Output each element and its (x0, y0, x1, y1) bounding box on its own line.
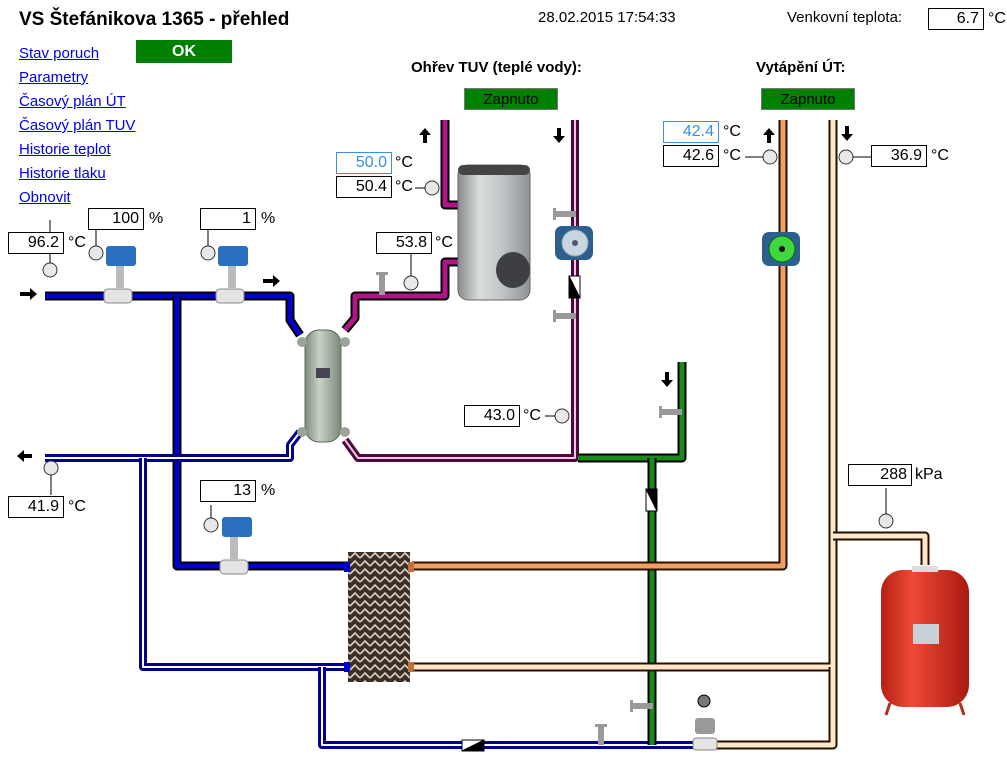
arrow-left-icon (17, 450, 32, 462)
gauge-icon (203, 517, 219, 533)
tuv-return-temp-unit: °C (523, 407, 541, 424)
check-valve-icon (645, 488, 658, 512)
tuv-outlet-temp: 50.4 (336, 176, 392, 198)
ut-supply-temp: 42.6 (663, 145, 719, 167)
shutoff-valve-icon (376, 272, 388, 295)
valve1-position: 100 (88, 208, 144, 230)
gauge-icon (838, 149, 854, 165)
link-temperature-history[interactable]: Historie teplot (19, 141, 111, 158)
outdoor-temp-value: 6.7 (928, 8, 984, 30)
gauge-icon (200, 245, 216, 261)
shutoff-valve-icon (553, 310, 576, 322)
tuv-inlet-temp-unit: °C (435, 234, 453, 251)
ut-return-pipe (412, 120, 930, 750)
outdoor-temp-unit: °C (988, 10, 1006, 27)
arrow-up-icon (763, 128, 775, 143)
check-valves (461, 275, 658, 752)
tuv-setpoint-unit: °C (395, 154, 413, 171)
ut-setpoint-unit: °C (723, 123, 741, 140)
hot-water-tank[interactable] (457, 164, 531, 301)
gauge-icon (878, 513, 894, 529)
ut-state-button[interactable]: Zapnuto (761, 88, 855, 110)
arrow-down-icon (841, 126, 853, 141)
ut-section-title: Vytápění ÚT: (756, 59, 846, 76)
fault-status-badge: OK (136, 40, 232, 63)
primary-return-temp-unit: °C (68, 498, 86, 515)
sensors (42, 149, 894, 533)
link-schedule-tuv[interactable]: Časový plán TUV (19, 117, 136, 134)
valve3-unit: % (261, 482, 276, 499)
ut-setpoint[interactable]: 42.4 (663, 121, 719, 143)
arrow-right-icon (263, 275, 280, 287)
gauge-icon (554, 408, 570, 424)
gauge-icon (424, 180, 440, 196)
shutoff-valve-icon (630, 700, 653, 712)
outdoor-temp-label: Venkovní teplota: (787, 9, 903, 26)
tuv-setpoint[interactable]: 50.0 (336, 152, 392, 174)
plate-heat-exchanger (344, 552, 414, 682)
cold-water-pipes (578, 362, 687, 745)
pressure-switch (692, 694, 718, 751)
page-title: VS Štefánikova 1365 - přehled (19, 9, 290, 30)
link-schedule-ut[interactable]: Časový plán ÚT (19, 93, 126, 110)
gauge-icon (43, 460, 59, 476)
shutoff-valve-icon (553, 208, 576, 220)
valve2-unit: % (261, 210, 276, 227)
gauge-icon (88, 245, 104, 261)
ut-return-temp-unit: °C (931, 147, 949, 164)
tuv-return-temp: 43.0 (464, 405, 520, 427)
link-parameters[interactable]: Parametry (19, 69, 89, 86)
shutoff-valves (376, 208, 682, 745)
tube-heat-exchanger (297, 329, 350, 443)
tuv-inlet-temp: 53.8 (376, 232, 432, 254)
ut-return-temp: 36.9 (871, 145, 927, 167)
datetime: 28.02.2015 17:54:33 (538, 9, 676, 26)
control-valve-1[interactable] (103, 246, 136, 304)
valve3-position: 13 (200, 480, 256, 502)
control-valve-3[interactable] (219, 517, 252, 575)
tuv-outlet-temp-unit: °C (395, 178, 413, 195)
expansion-vessel (881, 566, 969, 716)
link-fault-status[interactable]: Stav poruch (19, 45, 100, 62)
control-valve-2[interactable] (215, 246, 248, 304)
tuv-section-title: Ohřev TUV (teplé vody): (411, 59, 582, 76)
arrow-down-icon (553, 128, 565, 143)
gauge-icon (403, 275, 419, 291)
primary-supply-pipes (45, 291, 350, 571)
ut-supply-pipe (412, 120, 788, 571)
nav-links: Stav poruch Parametry Časový plán ÚT Čas… (19, 42, 135, 210)
gauge-icon (42, 262, 58, 278)
flow-arrows (17, 126, 853, 462)
check-valve-icon (461, 739, 485, 752)
shutoff-valve-icon (659, 406, 682, 418)
primary-supply-temp: 96.2 (8, 232, 64, 254)
shutoff-valve-icon (595, 724, 607, 745)
link-pressure-history[interactable]: Historie tlaku (19, 165, 106, 182)
system-pressure: 288 (848, 464, 912, 486)
ut-circulation-pump[interactable] (762, 232, 800, 266)
system-pressure-unit: kPa (915, 466, 943, 483)
tuv-circulation-pump[interactable] (555, 226, 593, 260)
valve1-unit: % (149, 210, 164, 227)
arrow-up-icon (419, 128, 431, 143)
check-valve-icon (568, 275, 581, 299)
gauge-icon (762, 149, 778, 165)
primary-return-pipes (45, 429, 700, 749)
primary-return-temp: 41.9 (8, 496, 64, 518)
ut-supply-temp-unit: °C (723, 147, 741, 164)
link-refresh[interactable]: Obnovit (19, 189, 71, 206)
primary-supply-temp-unit: °C (68, 234, 86, 251)
arrow-right-icon (20, 288, 37, 300)
valve2-position: 1 (200, 208, 256, 230)
tuv-state-button[interactable]: Zapnuto (464, 88, 558, 110)
arrow-down-icon (661, 372, 673, 387)
